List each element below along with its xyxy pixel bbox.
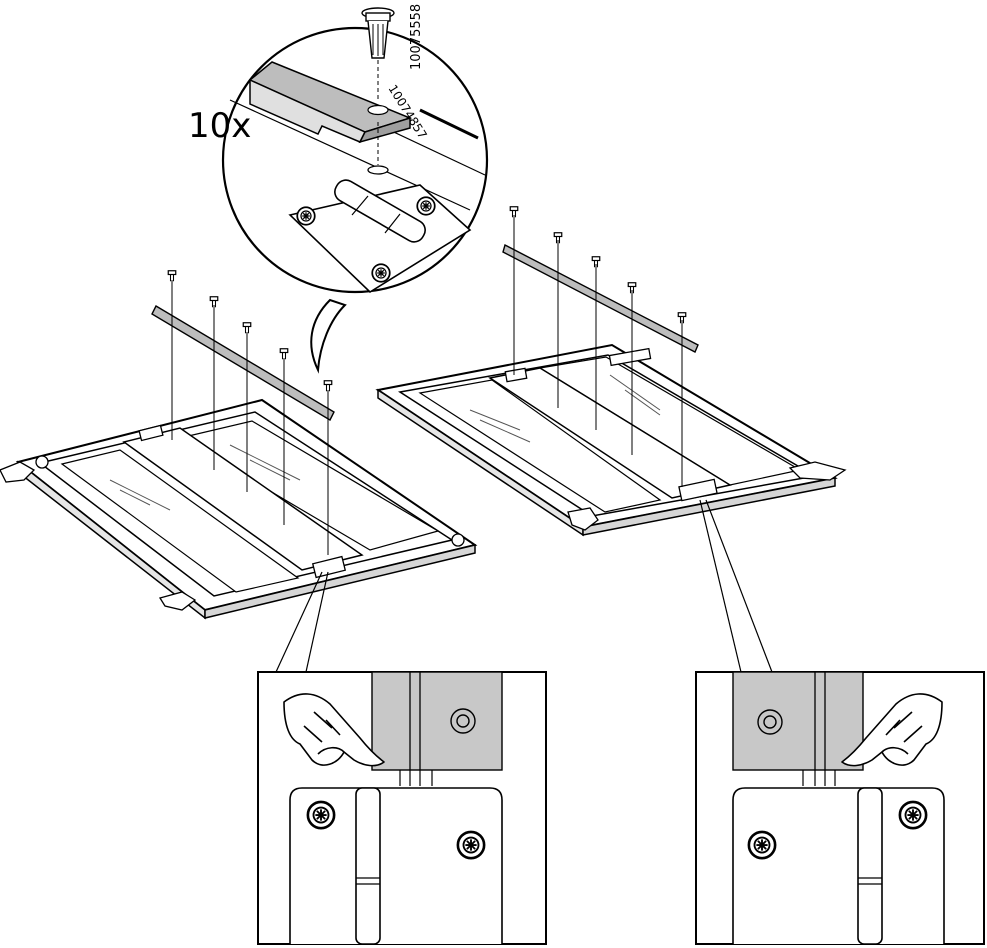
screw-guide-lines-left [171,280,329,555]
pointing-hand-icon [841,693,943,767]
cam-lock-icon [450,708,476,734]
detail-box-left [257,671,547,945]
detail-box-right [695,671,985,945]
hinge-brackets-right [504,347,847,531]
pointing-hand-icon [283,693,385,767]
part-number-plug: 10075558 [409,4,424,70]
screw-icon [747,830,777,860]
door-hinge-icon [288,179,472,294]
quantity-label: 10x [188,106,251,146]
cam-lock-icon [757,709,783,735]
detail-magnifier: 10075558 10074857 [221,4,489,374]
right-door-panel [375,206,847,537]
screw-guide-lines-right [513,215,683,487]
rail-profile [248,61,413,144]
screw-icon [456,830,486,860]
callout-lines [275,499,773,673]
screw-icon [898,800,928,830]
hinge-brackets-left [0,424,465,611]
screw-icon [306,800,336,830]
left-door-panel [0,270,478,620]
expansion-plug-icon [361,7,395,165]
